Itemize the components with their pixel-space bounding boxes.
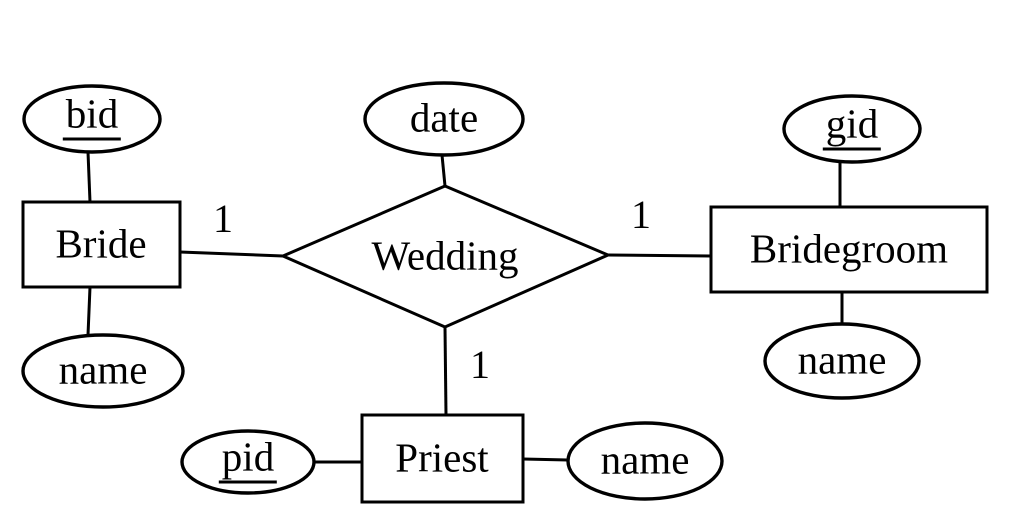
connector-wedding-bridegroom [607,253,712,258]
attribute-name-priest-ellipse [566,421,724,501]
relationship-wedding-diamond [279,184,612,329]
attribute-bid-ellipse [22,84,162,154]
attribute-date-ellipse [363,81,525,157]
cardinality-bride-wedding: 1 [213,196,233,241]
attribute-name-bridegroom-label: name [797,336,887,383]
connector-bride-wedding [179,250,284,258]
connector-date-wedding [440,154,447,187]
attribute-pid-ellipse [180,429,316,495]
attribute-date-label: date [409,94,479,141]
entity-bridegroom-box [709,205,989,294]
connector-wedding-priest [443,326,448,416]
relationship-wedding-label: Wedding [371,232,519,279]
connector-bride-name [86,286,92,336]
entity-bride-label: Bride [55,220,147,267]
attribute-pid-label: pid [218,436,278,484]
attribute-gid-ellipse [782,94,922,164]
entity-priest-label: Priest [395,434,489,481]
cardinality-wedding-bridegroom: 1 [631,192,651,237]
connector-bid-bride [86,151,92,203]
attribute-name-bride-label: name [58,346,148,393]
attribute-name-bridegroom-ellipse [763,322,921,400]
entity-bride-box [21,200,182,289]
entity-priest-box [360,413,525,504]
cardinality-wedding-priest: 1 [470,342,490,387]
connector-priest-name [522,457,569,462]
attribute-name-priest-label: name [600,436,690,483]
entity-bridegroom-label: Bridegroom [749,225,949,272]
attribute-name-bride-ellipse [21,333,185,409]
attribute-gid-label: gid [822,103,882,151]
attribute-bid-label: bid [62,93,122,141]
